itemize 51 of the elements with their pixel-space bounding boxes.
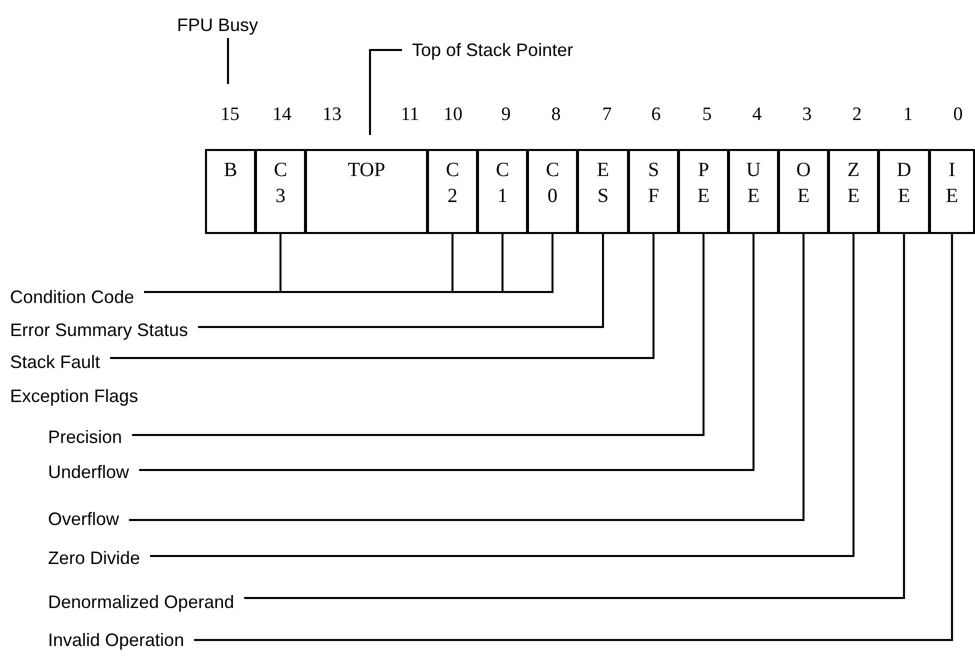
field-label: Underflow: [48, 461, 130, 483]
leader-line: [139, 234, 754, 471]
leader-line: [244, 234, 905, 599]
register-bit-field: D E: [878, 149, 930, 234]
register-bit-field: C 2: [427, 149, 478, 234]
register-bit-field: C 1: [477, 149, 528, 234]
bit-number: 2: [852, 104, 862, 126]
group-heading: Exception Flags: [10, 385, 138, 407]
register-bit-field: C 3: [255, 149, 306, 234]
leader-line: [227, 38, 229, 84]
bit-number: 15: [220, 104, 240, 126]
bit-number: 5: [702, 104, 712, 126]
register-bit-field: B: [205, 149, 256, 234]
register-bit-field: O E: [778, 149, 829, 234]
register-bit-field: S F: [628, 149, 679, 234]
leader-line: [110, 234, 654, 359]
leader-line: [129, 234, 804, 521]
bit-number: 4: [752, 104, 762, 126]
field-label: Zero Divide: [48, 547, 140, 569]
field-label: FPU Busy: [177, 14, 258, 36]
leader-line: [369, 49, 402, 135]
field-label: Top of Stack Pointer: [412, 39, 574, 61]
bit-number: 13: [322, 104, 342, 126]
bit-number: 8: [551, 104, 561, 126]
leader-line: [150, 234, 854, 557]
bit-number: 6: [651, 104, 661, 126]
bit-number: 0: [953, 104, 963, 126]
register-bit-field: Z E: [828, 149, 879, 234]
register-bit-field: E S: [577, 149, 629, 234]
register-bit-field: I E: [929, 149, 975, 234]
bit-number: 1: [903, 104, 913, 126]
register-bit-field: P E: [678, 149, 729, 234]
field-label: Invalid Operation: [48, 629, 184, 651]
field-label: Overflow: [48, 508, 120, 530]
register-bit-field: C 0: [527, 149, 578, 234]
leader-line: [132, 234, 704, 436]
field-label: Denormalized Operand: [48, 591, 234, 613]
bit-number: 10: [444, 104, 462, 126]
bit-number: 9: [501, 104, 511, 126]
field-label: Error Summary Status: [10, 319, 188, 341]
bit-number: 14: [272, 104, 292, 126]
field-label: Condition Code: [10, 286, 134, 308]
bit-number: 7: [602, 104, 612, 126]
leader-line: [198, 234, 604, 328]
bit-number: 3: [802, 104, 812, 126]
field-label: Stack Fault: [10, 351, 100, 373]
leader-line: [194, 234, 953, 641]
field-label: Precision: [48, 426, 122, 448]
register-bit-field: U E: [728, 149, 779, 234]
bit-number: 11: [400, 104, 420, 126]
register-bit-field: TOP: [305, 149, 428, 234]
